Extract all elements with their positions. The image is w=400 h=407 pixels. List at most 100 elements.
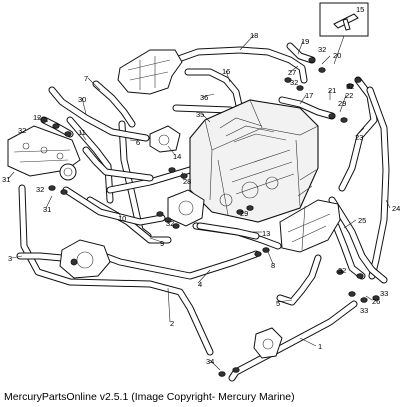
- callout-11: 11: [78, 128, 86, 137]
- callout-9: 9: [160, 239, 164, 248]
- callout-19: 19: [301, 37, 309, 46]
- exhaust-manifold-right: [279, 199, 341, 253]
- hose-clamp-29: [246, 205, 254, 211]
- leader-line-24: [343, 219, 357, 229]
- hose-clamp-21: [372, 295, 380, 301]
- hose-19-inner: [287, 43, 315, 63]
- leader-line-1: [299, 337, 317, 347]
- hose-clamp-12: [296, 85, 304, 91]
- callout-32d: 32: [318, 45, 326, 54]
- thermostat-housing: [149, 125, 181, 153]
- leader-line-23: [385, 199, 391, 209]
- callout-31b: 31: [43, 205, 51, 214]
- engine-block: [189, 99, 319, 223]
- callout-3: 3: [8, 254, 12, 263]
- hose-clamp-24: [254, 251, 262, 257]
- callout-2: 2: [170, 319, 174, 328]
- leader-line-9: [149, 237, 163, 243]
- callout-25: 25: [358, 216, 366, 225]
- fittings: [40, 57, 380, 377]
- hose-clamp-5: [60, 189, 68, 195]
- hose-11b-inner: [83, 147, 153, 181]
- callout-23: 23: [355, 133, 363, 142]
- callout-32a: 32: [18, 126, 26, 135]
- callout-32c: 32: [166, 219, 174, 228]
- hose-clamp-3: [64, 131, 72, 137]
- hose-clamp-19: [348, 291, 356, 297]
- hose-clamp-27: [168, 167, 176, 173]
- leader-line-11: [79, 130, 87, 141]
- hose-clamp-9: [308, 57, 316, 63]
- hose-clamp-13: [328, 113, 336, 119]
- callout-26: 26: [372, 297, 380, 306]
- hose-clamp-2: [52, 123, 60, 129]
- cooling-system-exploded-diagram: 1 2 3 4 5 6 7 8 9 10 11 12 13 14 15 16 1…: [2, 2, 400, 382]
- callout-33b: 33: [360, 306, 368, 315]
- leader-line-3: [11, 255, 23, 259]
- leader-line-16: [299, 94, 307, 105]
- hose-30-inner: [49, 87, 149, 141]
- hose-clamp-4: [48, 185, 56, 191]
- sea-water-pump: [59, 239, 111, 279]
- callout-35: 35: [196, 110, 204, 119]
- leader-line-31: [7, 171, 15, 180]
- hose-clamp-18: [356, 273, 364, 279]
- callout-15: 15: [356, 5, 364, 14]
- callout-10: 10: [118, 214, 126, 223]
- distribution-housing: [7, 125, 81, 181]
- leader-line-32: [45, 195, 53, 209]
- callout-16: 16: [222, 67, 230, 76]
- callout-29a: 29: [338, 99, 346, 108]
- callout-36: 36: [200, 93, 208, 102]
- hose-13-inner: [197, 223, 259, 239]
- leader-line-22: [355, 127, 365, 137]
- hose-3-inner: [17, 253, 65, 261]
- leader-line-17: [239, 34, 255, 51]
- leader-line-6: [129, 139, 139, 142]
- leader-line-18: [297, 40, 304, 55]
- leader-line-7: [87, 77, 101, 91]
- hose-clamp-16: [354, 77, 362, 83]
- leader-line-8: [267, 251, 274, 265]
- hose-clamp-25: [262, 247, 270, 253]
- image-caption: MercuryPartsOnline v2.5.1 (Image Copyrig…: [4, 391, 295, 403]
- callout-numbers: 1 2 3 4 5 6 7 8 9 10 11 12 13 14 15 16 1…: [2, 5, 400, 366]
- callout-32b: 32: [36, 185, 44, 194]
- hose-1-inner: [229, 301, 357, 381]
- hose-4-inner: [85, 247, 259, 279]
- hose-clamp-28: [236, 209, 244, 215]
- callout-20: 20: [333, 51, 341, 60]
- leader-line-33: [209, 359, 221, 371]
- leader-line-15: [225, 70, 231, 83]
- callout-28: 28: [183, 177, 191, 186]
- hose-18-inner: [167, 47, 307, 83]
- callout-17: 17: [305, 91, 313, 100]
- hose-clamp-14: [340, 117, 348, 123]
- callout-29b: 29: [240, 209, 248, 218]
- callout-6: 6: [136, 138, 140, 147]
- hose-clamp-8: [172, 223, 180, 229]
- hose-clamp-17: [336, 269, 344, 275]
- hose-clamp-20: [360, 297, 368, 303]
- callout-8: 8: [271, 261, 275, 270]
- hose-clamp-22: [218, 371, 226, 377]
- leader-line-27: [181, 171, 185, 181]
- hose-7-inner: [93, 81, 135, 127]
- leader-line-26: [289, 65, 299, 73]
- hoses: [16, 42, 390, 382]
- callout-7: 7: [84, 74, 88, 83]
- hose-clamp-15: [346, 83, 354, 89]
- exhaust-manifold-left: [117, 49, 183, 95]
- callout-33a: 33: [380, 289, 388, 298]
- leader-lines: [7, 34, 391, 371]
- callout-14: 14: [173, 152, 181, 161]
- hose-25-inner: [333, 223, 365, 279]
- callout-22: 22: [345, 91, 353, 100]
- leader-line-5: [277, 299, 293, 303]
- drain-fitting-lower: [253, 327, 283, 359]
- leader-line-4: [197, 269, 211, 284]
- hose-2-inner: [19, 185, 213, 355]
- leader-line-10: [117, 211, 122, 218]
- leader-line-19: [321, 55, 331, 65]
- leader-line-25: [365, 295, 373, 301]
